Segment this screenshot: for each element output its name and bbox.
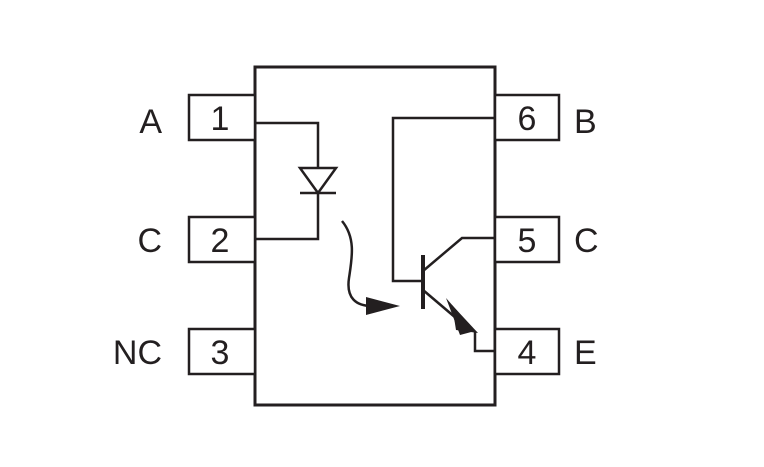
pin-1-number: 1 — [211, 100, 230, 138]
pin-5-name: C — [574, 222, 599, 260]
light-arrowhead-icon — [366, 297, 400, 315]
emitter-out-wire — [473, 331, 495, 353]
pin-1: 1 A — [139, 93, 257, 142]
pin-4: 4 E — [493, 327, 597, 376]
pin-5-number: 5 — [518, 222, 537, 260]
pin-3: 3 NC — [113, 327, 257, 376]
npn-phototransistor — [391, 116, 495, 353]
emitter-arrowhead-tip — [452, 305, 478, 333]
pin-2-number: 2 — [211, 222, 230, 260]
base-wire — [391, 116, 495, 283]
pin-2: 2 C — [137, 215, 257, 264]
light-arrow-curve — [341, 220, 373, 308]
pin-3-name: NC — [113, 334, 162, 372]
collector-wire — [422, 236, 495, 272]
pin-5: 5 C — [493, 215, 599, 264]
pin-2-name: C — [137, 222, 162, 260]
pin-3-tab — [187, 327, 257, 376]
led-diode — [255, 121, 339, 241]
pin-1-name: A — [139, 103, 162, 141]
pin-5-tab — [493, 215, 561, 264]
pin-6-tab — [493, 93, 561, 142]
pin-4-tab — [493, 327, 561, 376]
pin-6-name: B — [574, 103, 597, 141]
pin-1-tab — [187, 93, 257, 142]
pin-4-name: E — [574, 334, 597, 372]
diode-triangle-icon — [297, 166, 339, 196]
pin-6-number: 6 — [518, 100, 537, 138]
cathode-wire — [255, 193, 320, 241]
anode-wire — [255, 121, 320, 168]
pin-2-tab — [187, 215, 257, 264]
pin-4-number: 4 — [518, 334, 537, 372]
pin-3-number: 3 — [211, 334, 230, 372]
pin-6: 6 B — [493, 93, 597, 142]
light-arrow — [341, 220, 400, 315]
